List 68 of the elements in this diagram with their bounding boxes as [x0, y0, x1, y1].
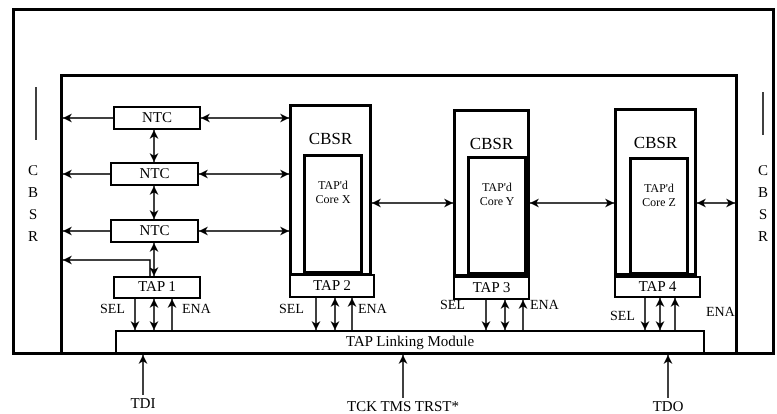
arrow	[130, 299, 140, 330]
arrow	[63, 170, 110, 178]
node-label: TAP 1	[137, 278, 177, 297]
node-label: CBSR	[308, 129, 354, 149]
edge-label: ENA	[530, 298, 559, 314]
arrow	[372, 198, 453, 208]
ntc-box	[113, 106, 201, 130]
wrapper-box	[614, 108, 697, 276]
edge-label: SEL	[610, 309, 635, 325]
arrow	[697, 198, 735, 208]
node-label: TAP 3	[472, 279, 512, 298]
arrow	[664, 355, 672, 398]
arrow	[150, 299, 158, 330]
core-area-box	[60, 74, 738, 355]
arrow	[500, 300, 510, 330]
arrow	[518, 300, 528, 330]
wrapper-box	[453, 109, 530, 277]
arrow	[530, 198, 614, 208]
vertical-label: CBSR	[27, 162, 39, 247]
arrow	[670, 298, 680, 330]
core-box	[467, 156, 527, 275]
wrapper-box	[289, 104, 372, 276]
node-label: CBSR	[632, 133, 678, 153]
arrow	[330, 298, 340, 330]
edge-label: SEL	[100, 302, 125, 318]
arrow	[150, 186, 158, 219]
chip-outline	[12, 8, 775, 355]
edge-label: ENA	[182, 302, 211, 318]
arrow	[63, 256, 151, 276]
tap-box	[113, 276, 201, 299]
node-label: NTC	[138, 222, 170, 241]
arrow	[640, 298, 650, 330]
arrow	[199, 226, 289, 236]
arrow	[63, 226, 110, 236]
node-label: TAP 4	[638, 278, 678, 296]
arrow	[201, 114, 289, 122]
edge-label: SEL	[279, 302, 304, 318]
ntc-box	[110, 162, 199, 186]
arrow	[482, 300, 490, 330]
node-label: NTC	[141, 109, 173, 128]
vertical-label: CBSR	[757, 162, 769, 247]
tap-box	[614, 276, 701, 298]
edge-label: SEL	[440, 298, 465, 314]
core-box	[629, 157, 689, 275]
arrow	[312, 298, 320, 330]
edge-label: ENA	[358, 302, 387, 318]
arrow	[138, 355, 148, 395]
node-label: TAP'd Core Y	[478, 181, 516, 209]
arrow	[63, 114, 113, 122]
tap-box	[289, 274, 375, 298]
core-box	[303, 154, 363, 274]
linking-module-box	[115, 330, 705, 355]
ntc-box	[110, 219, 199, 243]
node-label: CBSR	[468, 134, 514, 154]
node-label: NTC	[138, 165, 170, 184]
node-label: TAP'd Core X	[314, 179, 352, 207]
arrow	[348, 298, 356, 330]
arrow	[656, 298, 664, 330]
node-label: TAP'd Core Z	[641, 182, 677, 210]
arrow	[168, 299, 176, 330]
node-label: TAP Linking Module	[344, 333, 476, 352]
arrow	[398, 355, 408, 398]
arrow	[150, 130, 158, 162]
arrow	[150, 243, 158, 276]
arrow	[199, 170, 289, 178]
tap-box	[453, 276, 530, 300]
node-label: TAP 2	[312, 277, 352, 296]
edge-label: ENA	[706, 305, 735, 321]
